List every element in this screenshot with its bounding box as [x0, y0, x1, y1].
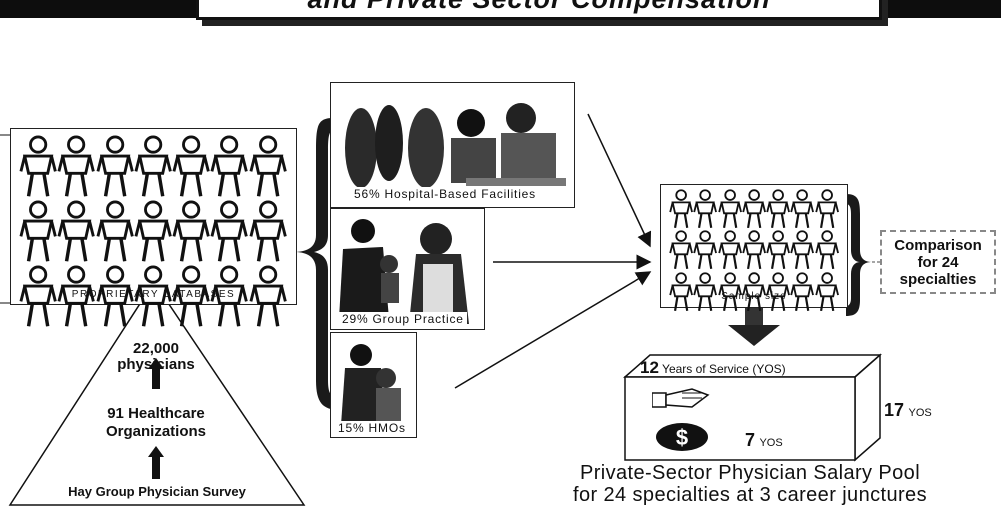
physician-figure-icon: [669, 189, 693, 230]
money-hand-icon: $: [652, 388, 710, 451]
physician-count: 22,000: [133, 340, 179, 357]
physician-figure-icon: [210, 265, 249, 330]
title-box: and Private Sector Compensation: [196, 0, 882, 20]
physician-figure-icon: [249, 200, 287, 265]
hospital-share-label: 56% Hospital-Based Facilities: [351, 187, 539, 201]
group-practice-photo-panel: 29% Group Practice: [330, 208, 485, 330]
sample-size-label: Sample size: [721, 291, 787, 302]
physician-figure-icon: [669, 271, 693, 313]
physician-figure-icon: [57, 200, 96, 265]
physician-figure-icon: [669, 230, 693, 271]
hospital-staff-photo: [345, 103, 566, 188]
physician-figure-icon: [96, 200, 134, 265]
box-top-label: 12 Years of Service (YOS): [640, 358, 786, 378]
physician-figure-icon: [210, 200, 249, 265]
pyramid-arrow-lower-shaft: [152, 455, 160, 479]
caption-line-2: for 24 specialties at 3 career junctures: [573, 484, 927, 506]
physician-icon-grid: [19, 135, 287, 327]
comparison-line-3: specialties: [899, 270, 977, 288]
physician-figure-icon: [815, 230, 839, 271]
physician-figure-icon: [249, 265, 287, 330]
comparison-callout: Comparison for 24 specialties: [880, 230, 996, 294]
box-front-unit: YOS: [759, 437, 783, 449]
comparison-line-2: for 24: [917, 253, 959, 271]
physician-figure-icon: [815, 189, 839, 230]
hmo-share-label: 15% HMOs: [335, 421, 409, 435]
physician-figure-icon: [693, 230, 718, 271]
physician-figure-icon: [790, 189, 815, 230]
physician-figure-icon: [172, 135, 210, 200]
physician-figure-icon: [57, 265, 96, 330]
box-top-number: 12: [640, 358, 659, 377]
pyramid-arrow-lower-head: [148, 446, 164, 457]
physician-figure-icon: [134, 135, 172, 200]
pyramid-base-label: Hay Group Physician Survey: [68, 484, 246, 499]
physician-figure-icon: [96, 135, 134, 200]
arrow-hospital-to-sample: [587, 113, 652, 248]
box-front-label: 7 YOS: [745, 430, 783, 451]
physician-figure-icon: [717, 271, 742, 313]
physician-figure-icon: [96, 265, 134, 330]
pyramid-arrow-upper-shaft: [152, 367, 160, 389]
proprietary-databases-panel: PROPRIETARY DATABASES: [10, 128, 297, 327]
physician-figure-icon: [249, 135, 287, 200]
physician-unit: physicians: [117, 356, 195, 373]
physician-figure-icon: [766, 189, 791, 230]
salary-pool-caption: Private-Sector Physician Salary Pool for…: [500, 462, 1000, 506]
physician-figure-icon: [57, 135, 96, 200]
physician-figure-icon: [766, 271, 791, 313]
sample-brace: [846, 194, 872, 316]
box-top-text: Years of Service (YOS): [662, 362, 786, 376]
physician-figure-icon: [717, 230, 742, 271]
group-practice-photo: [339, 219, 469, 324]
comparison-line-1: Comparison: [894, 236, 982, 254]
sample-icon-grid: [669, 189, 839, 311]
physician-figure-icon: [742, 271, 766, 313]
box-side-label: 17 YOS: [884, 400, 932, 421]
box-side-unit: YOS: [908, 407, 932, 419]
arrow-hmo-to-sample: [454, 271, 652, 389]
physician-figure-icon: [693, 271, 718, 313]
physician-figure-icon: [19, 265, 57, 330]
physician-figure-icon: [766, 230, 791, 271]
box-front-number: 7: [745, 430, 756, 450]
physician-figure-icon: [210, 135, 249, 200]
physician-figure-icon: [790, 230, 815, 271]
physician-figure-icon: [19, 200, 57, 265]
diagram-title: and Private Sector Compensation: [307, 0, 770, 15]
physician-figure-icon: [172, 265, 210, 330]
grouping-brace: [294, 118, 340, 410]
hospital-photo-panel: 56% Hospital-Based Facilities: [330, 82, 575, 208]
org-count-line: 91 Healthcare: [107, 405, 205, 422]
down-arrow-head: [728, 325, 780, 346]
sample-size-panel: Sample size: [660, 184, 848, 311]
hmo-photo: [341, 344, 401, 425]
physician-figure-icon: [742, 230, 766, 271]
box-side-number: 17: [884, 400, 905, 420]
physician-figure-icon: [815, 271, 839, 313]
physician-figure-icon: [172, 200, 210, 265]
group-practice-share-label: 29% Group Practice: [339, 312, 467, 326]
pyramid-middle-label: 91 Healthcare Organizations: [76, 405, 236, 441]
survey-pyramid: [8, 280, 306, 506]
org-unit-line: Organizations: [105, 423, 206, 440]
hmo-photo-panel: 15% HMOs: [330, 332, 417, 438]
physician-figure-icon: [134, 265, 172, 330]
down-arrow-shaft: [745, 307, 763, 325]
caption-line-1: Private-Sector Physician Salary Pool: [579, 462, 921, 484]
physician-figure-icon: [717, 189, 742, 230]
svg-text:$: $: [676, 425, 688, 450]
physician-figure-icon: [790, 271, 815, 313]
proprietary-databases-label: PROPRIETARY DATABASES: [71, 289, 236, 300]
physician-figure-icon: [19, 135, 57, 200]
physician-figure-icon: [134, 200, 172, 265]
physician-figure-icon: [693, 189, 718, 230]
pyramid-top-label: 22,000 physicians: [104, 341, 208, 373]
pyramid-arrow-upper-head: [148, 358, 164, 369]
physician-figure-icon: [742, 189, 766, 230]
